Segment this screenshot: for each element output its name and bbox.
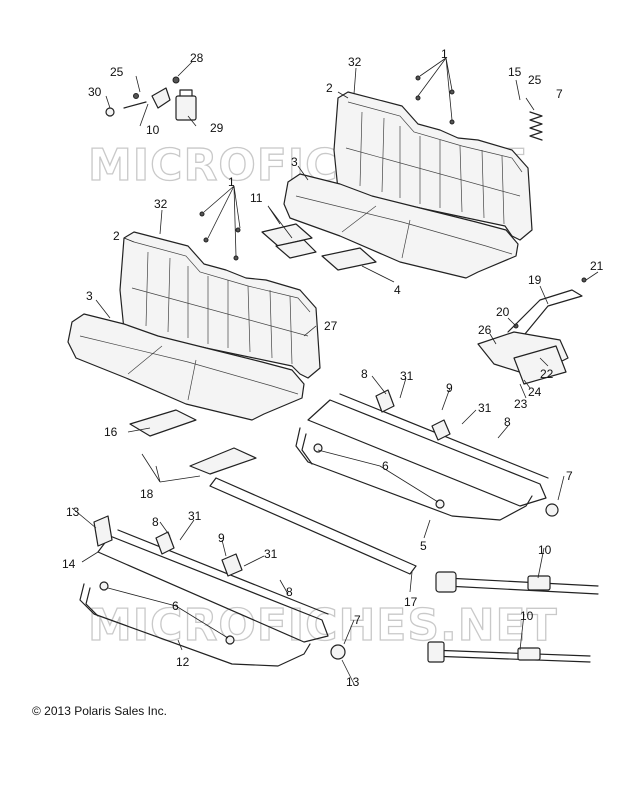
copyright-notice: © 2013 Polaris Sales Inc.: [32, 704, 167, 718]
seat-assembly-rear: [283, 91, 533, 279]
callout-4: 4: [394, 283, 401, 297]
latch-bracket: [151, 87, 171, 109]
seat-frame-upper: [295, 389, 559, 521]
callout-29: 29: [210, 121, 224, 135]
callout-19: 19: [528, 273, 542, 287]
callout-26: 26: [478, 323, 492, 337]
callout-10: 10: [520, 609, 534, 623]
callout-3: 3: [291, 155, 298, 169]
seat-cushion-upper: [283, 173, 519, 279]
callout-7: 7: [566, 469, 573, 483]
nut-small: [172, 76, 180, 84]
callout-1: 1: [228, 175, 235, 189]
seatbelt-buckle-lower-2: [221, 553, 243, 577]
callout-9: 9: [446, 381, 453, 395]
rod: [209, 477, 417, 575]
callout-10: 10: [538, 543, 552, 557]
callout-15: 15: [508, 65, 522, 79]
callout-20: 20: [496, 305, 510, 319]
callout-6: 6: [172, 599, 179, 613]
callout-8: 8: [152, 515, 159, 529]
callout-3: 3: [86, 289, 93, 303]
latch-block: [175, 95, 197, 121]
callout-31: 31: [264, 547, 278, 561]
bracket-assembly: [477, 277, 587, 385]
callout-5: 5: [420, 539, 427, 553]
callout-11: 11: [250, 191, 263, 205]
cap-lower: [330, 644, 346, 660]
hinge-lower: [93, 515, 113, 547]
watermark-bottom: MICROFICHES.NET: [88, 600, 558, 651]
cap-upper: [545, 503, 559, 517]
callout-31: 31: [400, 369, 414, 383]
callout-8: 8: [286, 585, 293, 599]
callout-16: 16: [104, 425, 118, 439]
washer: [105, 107, 115, 117]
callout-14: 14: [62, 557, 76, 571]
callout-30: 30: [88, 85, 102, 99]
callout-25: 25: [528, 73, 542, 87]
floor-pads: [129, 409, 257, 475]
mount-block: [513, 345, 567, 385]
callout-25: 25: [110, 65, 124, 79]
callout-6: 6: [382, 459, 389, 473]
callout-2: 2: [113, 229, 120, 243]
callout-2: 2: [326, 81, 333, 95]
callout-27: 27: [324, 319, 338, 333]
seat-cushion-lower: [67, 313, 305, 421]
seatbelt-buckle-lower: [155, 531, 175, 555]
latch-hardware: [105, 76, 197, 121]
leader-lines: [71, 57, 599, 685]
callout-28: 28: [190, 51, 204, 65]
callout-8: 8: [361, 367, 368, 381]
seat-frame-lower: [79, 515, 346, 667]
screws: [199, 75, 455, 261]
callout-22: 22: [540, 367, 554, 381]
callout-10: 10: [146, 123, 160, 137]
callout-31: 31: [478, 401, 492, 415]
callout-7: 7: [354, 613, 361, 627]
callout-31: 31: [188, 509, 202, 523]
callout-9: 9: [218, 531, 225, 545]
callout-21: 21: [590, 259, 604, 273]
callout-32: 32: [348, 55, 362, 69]
seat-belts: [427, 571, 599, 663]
callout-18: 18: [140, 487, 154, 501]
callout-13: 13: [346, 675, 360, 689]
callout-24: 24: [528, 385, 542, 399]
seat-assembly-front: [67, 231, 321, 421]
callout-17: 17: [404, 595, 418, 609]
seat-pads: [261, 223, 377, 271]
seatbelt-buckle-upper: [431, 419, 451, 441]
callout-32: 32: [154, 197, 168, 211]
spring: [529, 111, 543, 141]
callout-13: 13: [66, 505, 80, 519]
callout-8: 8: [504, 415, 511, 429]
callout-1: 1: [441, 47, 448, 61]
callout-12: 12: [176, 655, 190, 669]
callout-7: 7: [556, 87, 563, 101]
callout-23: 23: [514, 397, 528, 411]
callouts: 1 1 2 2 3 3 4 5 6 6 7 7 7 8 8 8 8 9 9 10…: [62, 47, 604, 689]
screw-head: [133, 93, 139, 99]
